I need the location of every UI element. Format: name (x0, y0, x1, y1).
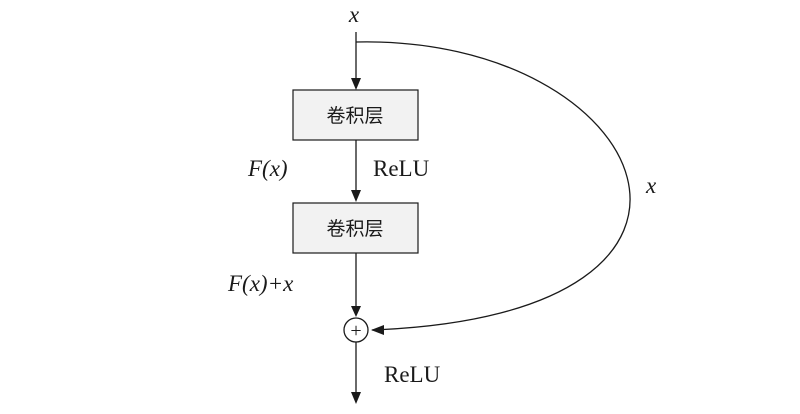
relu-label-2: ReLU (384, 362, 441, 387)
input-arrowhead (351, 78, 361, 90)
skip-connection-arrowhead (371, 325, 384, 335)
add-symbol: + (350, 320, 361, 342)
middle-arrowhead (351, 190, 361, 202)
skip-label: x (645, 173, 657, 198)
sum-arrowhead (351, 306, 361, 317)
skip-connection-curve (355, 41, 631, 331)
output-arrowhead (351, 392, 361, 404)
input-label: x (348, 2, 360, 27)
conv-layer-label-1: 卷积层 (326, 105, 383, 127)
fx-label: F(x) (247, 156, 288, 181)
conv-layer-label-2: 卷积层 (326, 218, 383, 240)
relu-label-1: ReLU (373, 156, 430, 181)
sum-label: F(x)+x (227, 271, 294, 296)
conv-layer-box-2 (292, 202, 419, 254)
